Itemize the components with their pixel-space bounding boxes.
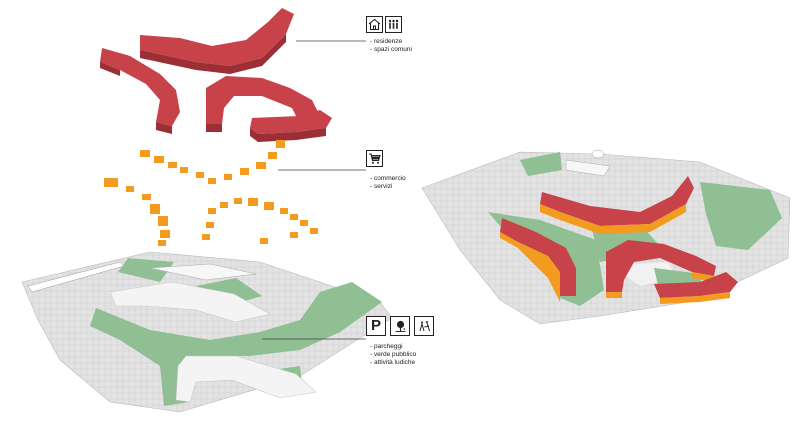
residential-building bbox=[140, 8, 294, 74]
legend-item: - residenze bbox=[370, 38, 412, 46]
ground-layer bbox=[22, 252, 392, 412]
shopping-cart-icon bbox=[366, 150, 383, 167]
legend-item: - spazi comuni bbox=[370, 46, 412, 54]
legend-item: - attività ludiche bbox=[370, 359, 416, 367]
playground-icon bbox=[414, 316, 434, 336]
residential-building bbox=[250, 110, 332, 142]
parking-icon: P bbox=[366, 316, 386, 336]
tree-icon bbox=[390, 316, 410, 336]
legend-item: - commercio bbox=[370, 175, 406, 183]
legend-item: - servizi bbox=[370, 183, 406, 191]
legend-item: - verde pubblico bbox=[370, 351, 416, 359]
house-icon bbox=[366, 16, 383, 33]
assembled-view bbox=[422, 150, 790, 324]
commercial-layer bbox=[104, 140, 318, 246]
legend-item: - parcheggi bbox=[370, 343, 416, 351]
parking-letter: P bbox=[371, 322, 381, 330]
residential-layer bbox=[100, 8, 332, 142]
people-icon bbox=[385, 16, 402, 33]
